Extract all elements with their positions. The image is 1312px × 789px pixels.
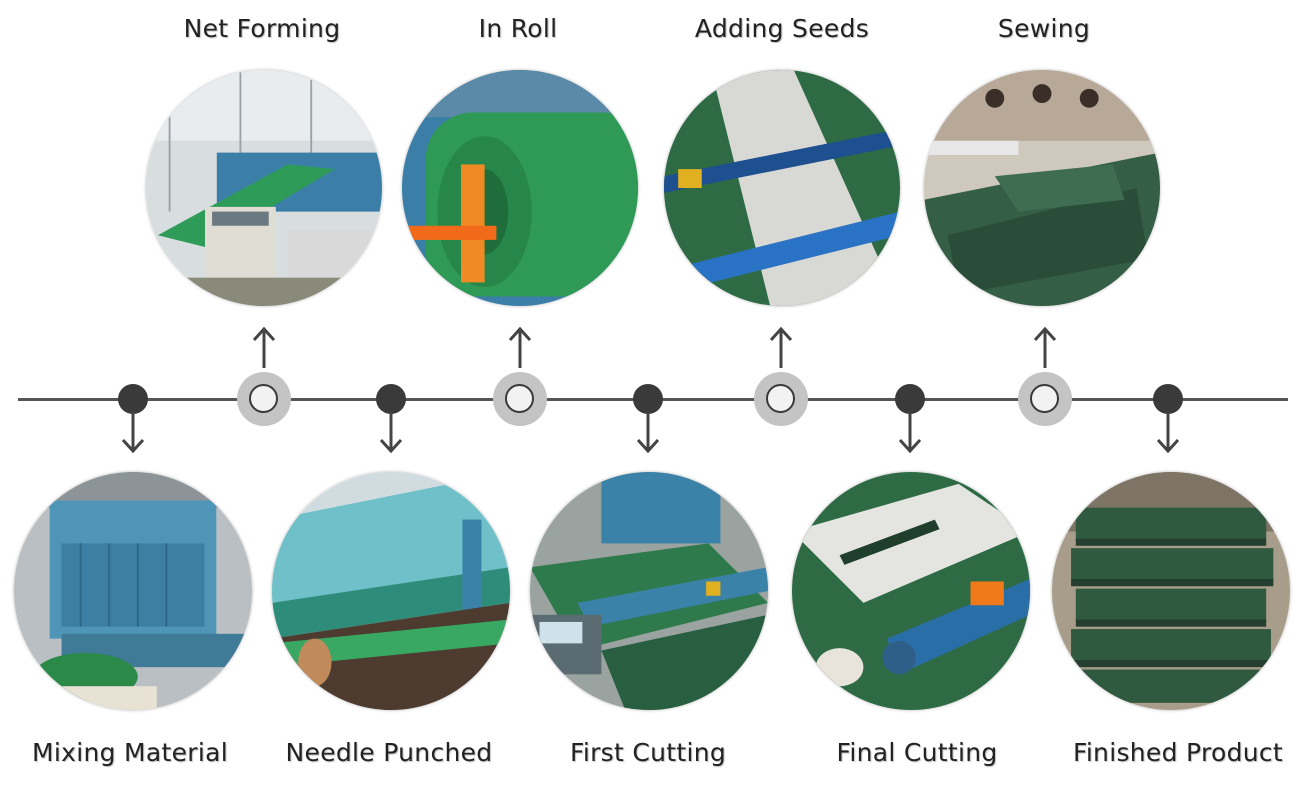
- label-final-cutting: Final Cutting: [836, 738, 998, 767]
- final-cutting-photo: [792, 472, 1030, 710]
- sewing-workshop-photo: [924, 70, 1160, 306]
- label-needle-punched: Needle Punched: [285, 738, 493, 767]
- arrow-down-icon: [121, 412, 145, 454]
- green-roll-photo: [402, 70, 638, 306]
- timeline-ring-sewing: [1018, 372, 1072, 426]
- label-adding-seeds: Adding Seeds: [694, 14, 870, 43]
- timeline-dot-needle: [376, 384, 406, 414]
- label-in-roll: In Roll: [478, 14, 558, 43]
- label-net-forming: Net Forming: [183, 14, 341, 43]
- timeline-dot-first-cutting: [633, 384, 663, 414]
- label-finished-product: Finished Product: [1072, 738, 1284, 767]
- factory-machine-photo: [146, 70, 382, 306]
- seed-conveyor-photo: [664, 70, 900, 306]
- stacked-mats-photo: [1052, 472, 1290, 710]
- mixing-machine-photo: [14, 472, 252, 710]
- arrow-down-icon: [379, 412, 403, 454]
- label-sewing: Sewing: [997, 14, 1091, 43]
- timeline-dot-final-cutting: [895, 384, 925, 414]
- timeline-ring-adding-seeds: [754, 372, 808, 426]
- timeline-ring-net-forming: [237, 372, 291, 426]
- arrow-up-icon: [508, 326, 532, 368]
- timeline-ring-in-roll: [493, 372, 547, 426]
- label-mixing-material: Mixing Material: [32, 738, 228, 767]
- timeline-dot-mixing: [118, 384, 148, 414]
- arrow-up-icon: [1033, 326, 1057, 368]
- arrow-down-icon: [898, 412, 922, 454]
- cutting-machine-photo: [530, 472, 768, 710]
- timeline-dot-finished: [1153, 384, 1183, 414]
- arrow-up-icon: [252, 326, 276, 368]
- needle-punch-photo: [272, 472, 510, 710]
- arrow-down-icon: [1156, 412, 1180, 454]
- arrow-down-icon: [636, 412, 660, 454]
- arrow-up-icon: [769, 326, 793, 368]
- label-first-cutting: First Cutting: [569, 738, 727, 767]
